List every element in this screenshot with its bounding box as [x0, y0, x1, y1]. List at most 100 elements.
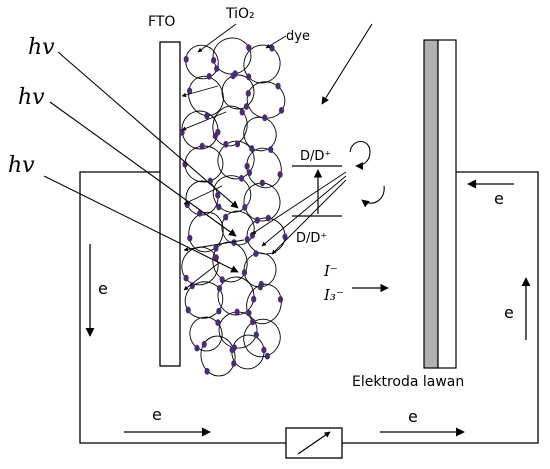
dye-particle — [234, 140, 241, 148]
dye-particle — [185, 306, 191, 314]
dye-particle — [231, 239, 237, 247]
dye-particle — [215, 191, 221, 199]
dye-particle — [251, 295, 257, 303]
dye-particle — [259, 179, 265, 187]
circuit-wire-right — [342, 171, 539, 444]
dye-particle — [244, 236, 250, 243]
dye-particle — [245, 90, 251, 97]
dye-particle — [241, 269, 248, 276]
tio2-particle — [200, 335, 236, 377]
dye-particle — [244, 162, 250, 170]
dye-particle — [264, 352, 270, 360]
cycle-arrow-upper — [349, 140, 371, 170]
circuit-wire-left — [79, 171, 286, 444]
injection-arrow-5 — [183, 261, 221, 291]
tio2-particle — [246, 283, 282, 325]
dye-particle — [231, 360, 237, 367]
dye-particle — [277, 296, 284, 303]
electron-label-right-top: e — [494, 189, 504, 208]
electrolyte-arrow — [321, 23, 373, 105]
dye-particle — [234, 308, 240, 316]
tio2-pointer — [197, 23, 237, 53]
triiodide-label: I₃⁻ — [323, 286, 344, 304]
photon-arrow-2 — [49, 101, 237, 237]
dye-particle — [238, 175, 245, 182]
dye-particle — [187, 87, 193, 95]
electron-label-left: e — [98, 279, 108, 298]
dye-particle — [197, 210, 203, 217]
dye-particle — [215, 319, 221, 326]
dye-particle — [258, 280, 264, 288]
dye-label: dye — [286, 29, 310, 44]
dye-particle — [268, 146, 274, 154]
dye-particle — [250, 318, 256, 326]
dye-particle — [246, 73, 252, 81]
dye-particle — [223, 213, 229, 221]
tio2-particle — [218, 311, 258, 349]
external-circuit — [79, 171, 539, 444]
dye-particle — [253, 250, 259, 257]
electron-label-right-side: e — [504, 303, 514, 322]
dye-particle — [213, 244, 219, 252]
dye-particle — [194, 344, 200, 352]
injection-arrow-4 — [183, 239, 245, 252]
dye-molecules — [179, 44, 288, 375]
dye-particle — [246, 169, 252, 177]
fto-electrode — [159, 41, 181, 367]
tio2-particle — [189, 316, 223, 352]
dye-particle — [219, 276, 225, 284]
dye-particle — [214, 65, 220, 72]
electron-label-bottom-right: e — [408, 407, 418, 426]
tio2-particle — [243, 318, 281, 358]
dye-particle — [183, 55, 189, 63]
dye-particle — [265, 214, 271, 222]
tio2-particle — [212, 241, 248, 283]
dye-particle — [204, 367, 210, 375]
photon-label-3: hv — [8, 153, 35, 178]
dye-particle — [269, 44, 275, 52]
electron-label-bottom-left: e — [152, 405, 162, 424]
dye-particle — [223, 140, 229, 148]
regeneration-arrow-2 — [261, 175, 347, 247]
photon-label-1: hv — [28, 35, 55, 60]
dye-particle — [230, 72, 236, 80]
redox-bottom-label: D/D⁺ — [296, 231, 327, 246]
tio2-particle — [221, 74, 255, 110]
dye-particle — [275, 82, 281, 90]
counter-electrode-label: Elektroda lawan — [352, 374, 464, 390]
tio2-particle — [212, 175, 252, 213]
dye-particle — [242, 203, 248, 211]
tio2-particle — [243, 116, 277, 152]
injection-arrow-3 — [183, 185, 223, 205]
dye-particle — [229, 346, 235, 354]
counter-electrode-catalyst — [423, 39, 439, 369]
regeneration-arrow-1 — [251, 171, 347, 235]
dye-particle — [277, 171, 283, 178]
injection-arrow-1 — [181, 85, 219, 98]
fto-label: FTO — [148, 14, 175, 30]
dye-particle — [216, 285, 223, 292]
dye-particle — [246, 44, 252, 51]
dye-particle — [204, 112, 210, 120]
iodide-label: I⁻ — [323, 262, 338, 280]
photon-arrow-1 — [57, 51, 239, 209]
tio2-particle — [188, 211, 224, 253]
regeneration-arrow-3 — [271, 179, 347, 255]
dye-particle — [212, 132, 218, 140]
cycle-arrow-lower — [361, 185, 385, 208]
dye-particle — [243, 103, 249, 110]
dye-particle — [213, 254, 219, 262]
dye-particle — [253, 331, 259, 339]
tio2-particle-layer — [181, 37, 286, 377]
tio2-label: TiO₂ — [225, 6, 255, 22]
dye-particle — [249, 145, 255, 152]
dye-particle — [282, 233, 288, 241]
dye-particle — [216, 307, 222, 315]
dye-particle — [179, 129, 185, 136]
injection-arrow-2 — [181, 111, 227, 131]
dye-particle — [206, 73, 212, 80]
load-resistor — [285, 427, 343, 459]
photon-arrow-3 — [43, 175, 239, 273]
